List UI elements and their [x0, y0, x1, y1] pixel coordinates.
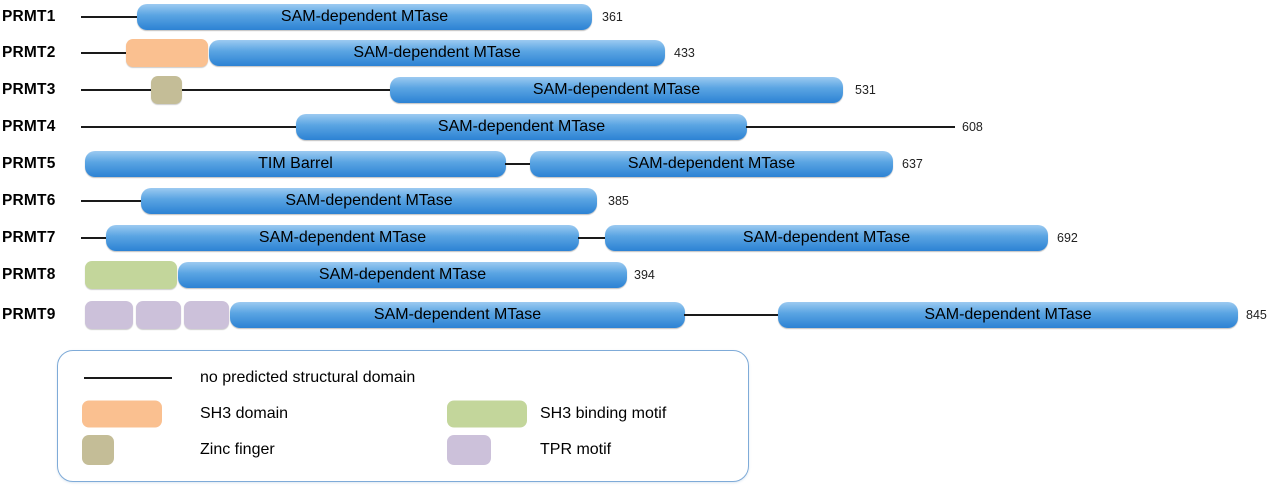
- domain-bar-label: SAM-dependent MTase: [924, 306, 1092, 323]
- domain-box-sh3-domain: [126, 39, 208, 67]
- domain-box-tpr-motif: [184, 301, 229, 329]
- domain-bar-label: SAM-dependent MTase: [373, 306, 542, 323]
- legend-label: SH3 domain: [200, 405, 289, 422]
- residue-count: 531: [855, 83, 876, 97]
- linker-line: [81, 89, 153, 91]
- domain-bar: TIM Barrel: [85, 151, 506, 177]
- residue-count: 361: [602, 10, 623, 24]
- legend-label: no predicted structural domain: [200, 369, 416, 386]
- domain-bar: SAM-dependent MTase: [178, 262, 627, 288]
- legend-swatch-line: [84, 377, 172, 379]
- residue-count: 608: [962, 120, 983, 134]
- linker-line: [81, 126, 298, 128]
- domain-bar: SAM-dependent MTase: [296, 114, 747, 140]
- legend-swatch-zinc-finger: [82, 435, 114, 465]
- protein-name-prmt3: PRMT3: [2, 81, 56, 98]
- domain-box-tpr-motif: [85, 301, 133, 329]
- domain-box-sh3-binding: [85, 261, 177, 289]
- linker-line: [578, 237, 606, 239]
- domain-bar-label: TIM Barrel: [258, 155, 333, 172]
- domain-box-zinc-finger: [151, 76, 182, 104]
- legend-swatch-tpr-motif: [447, 435, 491, 465]
- domain-bar-label: SAM-dependent MTase: [532, 81, 701, 98]
- legend-box: [57, 350, 749, 482]
- residue-count: 385: [608, 194, 629, 208]
- linker-line: [81, 237, 108, 239]
- domain-bar-label: SAM-dependent MTase: [285, 192, 453, 209]
- domain-bar: SAM-dependent MTase: [141, 188, 597, 214]
- residue-count: 692: [1057, 231, 1078, 245]
- domain-bar: SAM-dependent MTase: [778, 302, 1238, 328]
- domain-box-tpr-motif: [136, 301, 181, 329]
- linker-line: [81, 200, 143, 202]
- domain-bar-label: SAM-dependent MTase: [353, 44, 521, 61]
- linker-line: [81, 52, 128, 54]
- domain-bar: SAM-dependent MTase: [106, 225, 579, 251]
- residue-count: 394: [634, 268, 655, 282]
- linker-line: [505, 163, 531, 165]
- domain-bar-label: SAM-dependent MTase: [258, 229, 427, 246]
- legend-swatch-sh3-domain: [82, 400, 162, 428]
- protein-name-prmt8: PRMT8: [2, 266, 56, 283]
- domain-bar: SAM-dependent MTase: [390, 77, 843, 103]
- domain-bar: SAM-dependent MTase: [137, 4, 592, 30]
- legend-label: TPR motif: [540, 441, 612, 458]
- residue-count: 845: [1246, 308, 1267, 322]
- domain-bar-label: SAM-dependent MTase: [280, 8, 449, 25]
- domain-bar-label: SAM-dependent MTase: [627, 155, 796, 172]
- legend-swatch-sh3-binding: [447, 400, 527, 428]
- residue-count: 637: [902, 157, 923, 171]
- domain-bar: SAM-dependent MTase: [605, 225, 1048, 251]
- domain-bar-label: SAM-dependent MTase: [318, 266, 487, 283]
- domain-bar: SAM-dependent MTase: [209, 40, 665, 66]
- domain-bar-label: SAM-dependent MTase: [437, 118, 606, 135]
- protein-name-prmt1: PRMT1: [2, 8, 56, 25]
- protein-name-prmt4: PRMT4: [2, 118, 56, 135]
- protein-name-prmt7: PRMT7: [2, 229, 56, 246]
- legend-label: Zinc finger: [200, 441, 275, 458]
- domain-bar: SAM-dependent MTase: [230, 302, 685, 328]
- linker-line: [746, 126, 955, 128]
- linker-line: [684, 314, 779, 316]
- protein-name-prmt6: PRMT6: [2, 192, 56, 209]
- domain-bar: SAM-dependent MTase: [530, 151, 893, 177]
- linker-line: [81, 16, 138, 18]
- linker-line: [182, 89, 392, 91]
- residue-count: 433: [674, 46, 695, 60]
- legend-label: SH3 binding motif: [540, 405, 667, 422]
- protein-name-prmt9: PRMT9: [2, 306, 56, 323]
- protein-name-prmt2: PRMT2: [2, 44, 56, 61]
- protein-name-prmt5: PRMT5: [2, 155, 56, 172]
- domain-bar-label: SAM-dependent MTase: [742, 229, 911, 246]
